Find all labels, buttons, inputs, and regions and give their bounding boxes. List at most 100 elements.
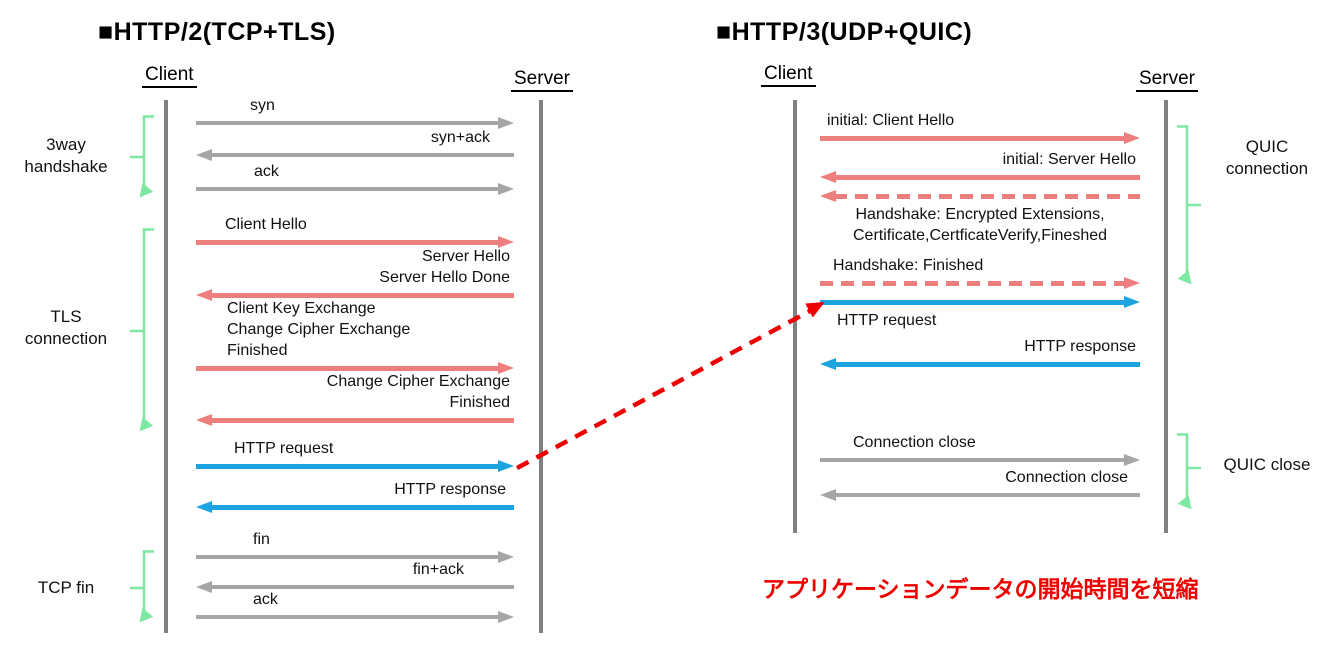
message-label: HTTP request [837, 312, 937, 329]
message-label: Handshake: Encrypted Extensions, Certifi… [852, 206, 1108, 244]
arrow-head [498, 362, 514, 374]
http2-title: ■HTTP/2(TCP+TLS) [98, 18, 336, 46]
arrow-shaft [196, 121, 500, 125]
http3-client-label: Client [761, 63, 816, 87]
message-arrow [196, 550, 514, 564]
arrow-shaft [210, 153, 514, 157]
arrow-shaft [834, 493, 1140, 497]
arrow-shaft [834, 361, 1140, 367]
phase-label: QUIC connection [1225, 137, 1309, 178]
arrow-head [498, 611, 514, 623]
phase-label: 3way handshake [24, 135, 108, 176]
arrow-shaft [196, 463, 500, 469]
message-arrow [196, 580, 514, 594]
message-arrow [820, 170, 1140, 184]
arrow-head [196, 289, 212, 301]
arrow-head [498, 551, 514, 563]
message-label: initial: Server Hello [1002, 151, 1136, 168]
message-label: syn [250, 97, 275, 114]
client-lifeline [164, 100, 168, 633]
phase-bracket [130, 228, 154, 432]
arrow-shaft [196, 187, 500, 191]
arrow-shaft [820, 280, 1126, 286]
time-reduction-arrow [515, 301, 825, 470]
message-arrow [820, 488, 1140, 502]
message-arrow [820, 131, 1140, 145]
server-lifeline [539, 100, 543, 633]
message-label: Server Hello Server Hello Done [379, 248, 510, 286]
arrow-shaft [210, 292, 514, 298]
arrow-head [820, 489, 836, 501]
phase-bracket [130, 550, 154, 623]
http2-client-label: Client [142, 64, 197, 88]
http3-title: ■HTTP/3(UDP+QUIC) [716, 18, 973, 46]
arrow-shaft [820, 458, 1126, 462]
arrow-head [196, 149, 212, 161]
message-arrow [196, 459, 514, 473]
phase-label: TCP fin [37, 578, 95, 597]
message-label: Client Key Exchange Change Cipher Exchan… [227, 300, 411, 359]
message-label: Connection close [1005, 469, 1128, 486]
arrow-shaft [210, 504, 514, 510]
message-arrow [820, 357, 1140, 371]
arrow-shaft [196, 615, 500, 619]
message-arrow [196, 610, 514, 624]
message-label: HTTP response [1024, 338, 1136, 355]
message-label: fin [253, 531, 270, 548]
message-label: Client Hello [225, 216, 307, 233]
arrow-head [1124, 132, 1140, 144]
phase-label: TLS connection [24, 307, 108, 348]
arrow-head [1124, 454, 1140, 466]
message-label: Change Cipher Exchange Finished [326, 373, 510, 411]
arrow-head [196, 581, 212, 593]
arrow-head [1124, 277, 1140, 289]
arrow-shaft [196, 555, 500, 559]
arrow-head [498, 236, 514, 248]
arrow-shaft [210, 585, 514, 589]
message-arrow [196, 235, 514, 249]
arrow-head [820, 171, 836, 183]
message-label: fin+ack [412, 561, 464, 578]
arrow-head [498, 460, 514, 472]
arrow-head [196, 501, 212, 513]
message-label: HTTP request [234, 440, 334, 457]
message-label: initial: Client Hello [827, 112, 955, 129]
http3-server-label: Server [1136, 68, 1198, 92]
phase-bracket [1177, 433, 1201, 510]
message-arrow [820, 189, 1140, 203]
message-label: HTTP response [394, 481, 506, 498]
arrow-head [1124, 296, 1140, 308]
message-arrow [820, 295, 1140, 309]
message-arrow [820, 276, 1140, 290]
phase-bracket [1177, 125, 1201, 285]
phase-label: QUIC close [1223, 455, 1311, 474]
arrow-shaft [834, 193, 1140, 199]
arrow-shaft [834, 174, 1140, 180]
message-label: ack [253, 591, 278, 608]
arrow-head [498, 117, 514, 129]
message-arrow [196, 500, 514, 514]
http2-server-label: Server [511, 68, 573, 92]
arrow-shaft [196, 239, 500, 245]
message-arrow [196, 182, 514, 196]
arrow-shaft [196, 365, 500, 371]
message-label: Connection close [853, 434, 976, 451]
arrow-shaft [820, 299, 1126, 305]
message-arrow [196, 288, 514, 302]
message-arrow [196, 116, 514, 130]
message-arrow [820, 453, 1140, 467]
arrow-head [820, 190, 836, 202]
arrow-head [196, 414, 212, 426]
arrow-shaft [210, 417, 514, 423]
server-lifeline [1164, 100, 1168, 533]
arrow-head [498, 183, 514, 195]
time-reduction-note: アプリケーションデータの開始時間を短縮 [762, 576, 1199, 602]
message-arrow [196, 413, 514, 427]
message-label: syn+ack [430, 129, 490, 146]
message-label: Handshake: Finished [833, 257, 984, 274]
arrow-head [820, 358, 836, 370]
arrow-shaft [820, 135, 1126, 141]
message-arrow [196, 361, 514, 375]
message-label: ack [254, 163, 279, 180]
